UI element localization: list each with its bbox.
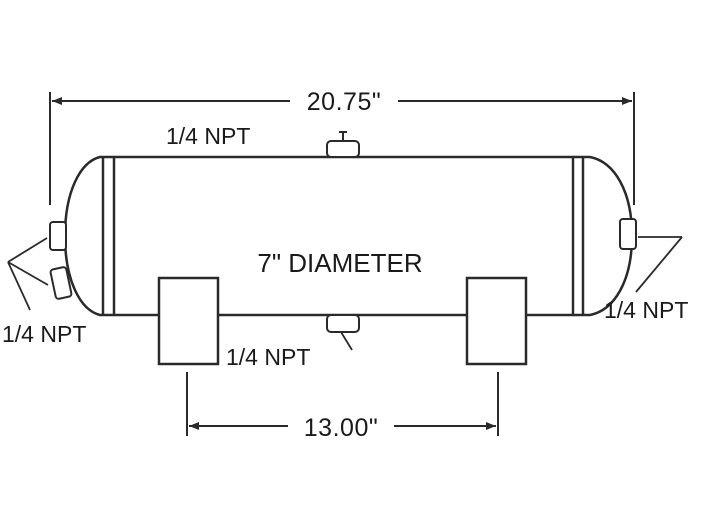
port-top — [326, 131, 360, 158]
port-right-label: 1/4 NPT — [604, 297, 688, 323]
overall-length-label: 20.75" — [307, 88, 381, 116]
port-right — [619, 218, 637, 250]
port-left-lower — [49, 266, 73, 300]
leader-left — [7, 237, 49, 311]
arrow-left-icon — [52, 97, 62, 105]
tank-body: 7" DIAMETER — [63, 155, 634, 317]
port-left-label: 1/4 NPT — [2, 321, 86, 347]
diameter-label: 7" DIAMETER — [257, 248, 422, 278]
overall-length-dimension: 20.75" — [49, 88, 635, 205]
port-left-upper — [49, 221, 67, 251]
foot-spacing-label: 13.00" — [304, 414, 378, 442]
leader-right — [635, 236, 683, 293]
foot-right — [465, 276, 528, 366]
foot-left — [157, 276, 220, 366]
arrow-right-icon — [486, 422, 496, 430]
foot-spacing-dimension: 13.00" — [186, 372, 499, 442]
port-bottom-label: 1/4 NPT — [226, 344, 310, 370]
arrow-left-icon — [189, 422, 199, 430]
port-top-label: 1/4 NPT — [166, 123, 250, 149]
arrow-right-icon — [622, 97, 632, 105]
port-bottom — [326, 314, 360, 351]
